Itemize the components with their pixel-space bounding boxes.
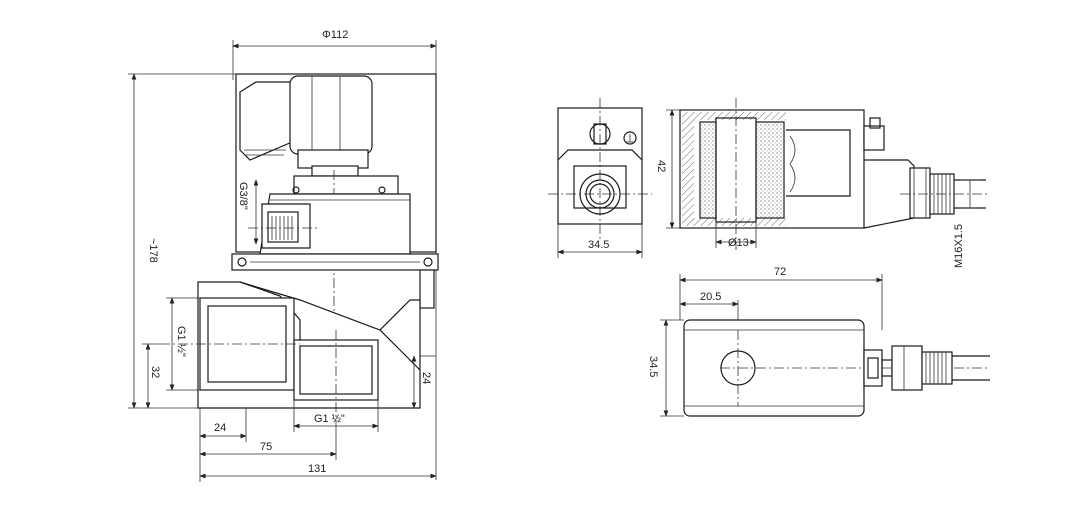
hatch-left [682,112,694,226]
dim-offset-32-label: 32 [149,366,161,378]
dim-24-bottom-label: 24 [214,422,226,434]
dim-section-bore-label: Ø13 [728,237,749,249]
coil-top-view: 72 20.5 34.5 [647,266,990,417]
dim-pilot-port: G3/8" [237,179,259,245]
valve-body [160,281,421,430]
dim-section-height-label: 42 [655,160,667,172]
coil-section-view: 42 [655,98,990,268]
dim-top-width-label: 34.5 [647,356,659,377]
dim-24-bottom: 24 [199,408,247,482]
dim-top-width: 34.5 [647,319,684,417]
dim-top-center-label: 20.5 [700,291,721,303]
dim-outlet-label: G1 ½" [314,413,345,425]
dim-port-side-label: G1 ½" [175,326,187,357]
dim-end-width: 34.5 [557,224,643,258]
dim-75: 75 [199,430,337,460]
dim-height-label: ~178 [147,238,159,263]
dim-75-label: 75 [260,441,272,453]
dim-end-width-label: 34.5 [588,239,609,251]
dim-top-length-label: 72 [774,266,786,278]
dim-24-right-label: 24 [420,372,432,384]
dim-24-right: 24 [411,355,436,409]
dim-width-top-label: Φ112 [322,29,348,41]
coil-connector [239,75,373,177]
dim-port-side: G1 ½" [166,297,200,391]
dim-top-center: 20.5 [679,291,739,320]
dim-offset-32: 32 [142,343,161,409]
dim-height: ~178 [128,73,236,409]
dim-pilot-port-label: G3/8" [237,182,249,210]
front-view: Φ112 ~178 [128,29,439,482]
dim-top-length: 72 [679,266,883,330]
valve-flange [231,253,439,309]
dim-131-label: 131 [308,463,326,475]
dim-section-thread: M16X1.5 [953,179,980,268]
coil-end-view: 34.5 [548,98,652,258]
dim-section-thread-label: M16X1.5 [953,224,965,268]
dim-outlet: G1 ½" [293,400,379,432]
dim-section-bore: Ø13 [715,222,757,249]
dim-131: 131 [199,463,437,479]
